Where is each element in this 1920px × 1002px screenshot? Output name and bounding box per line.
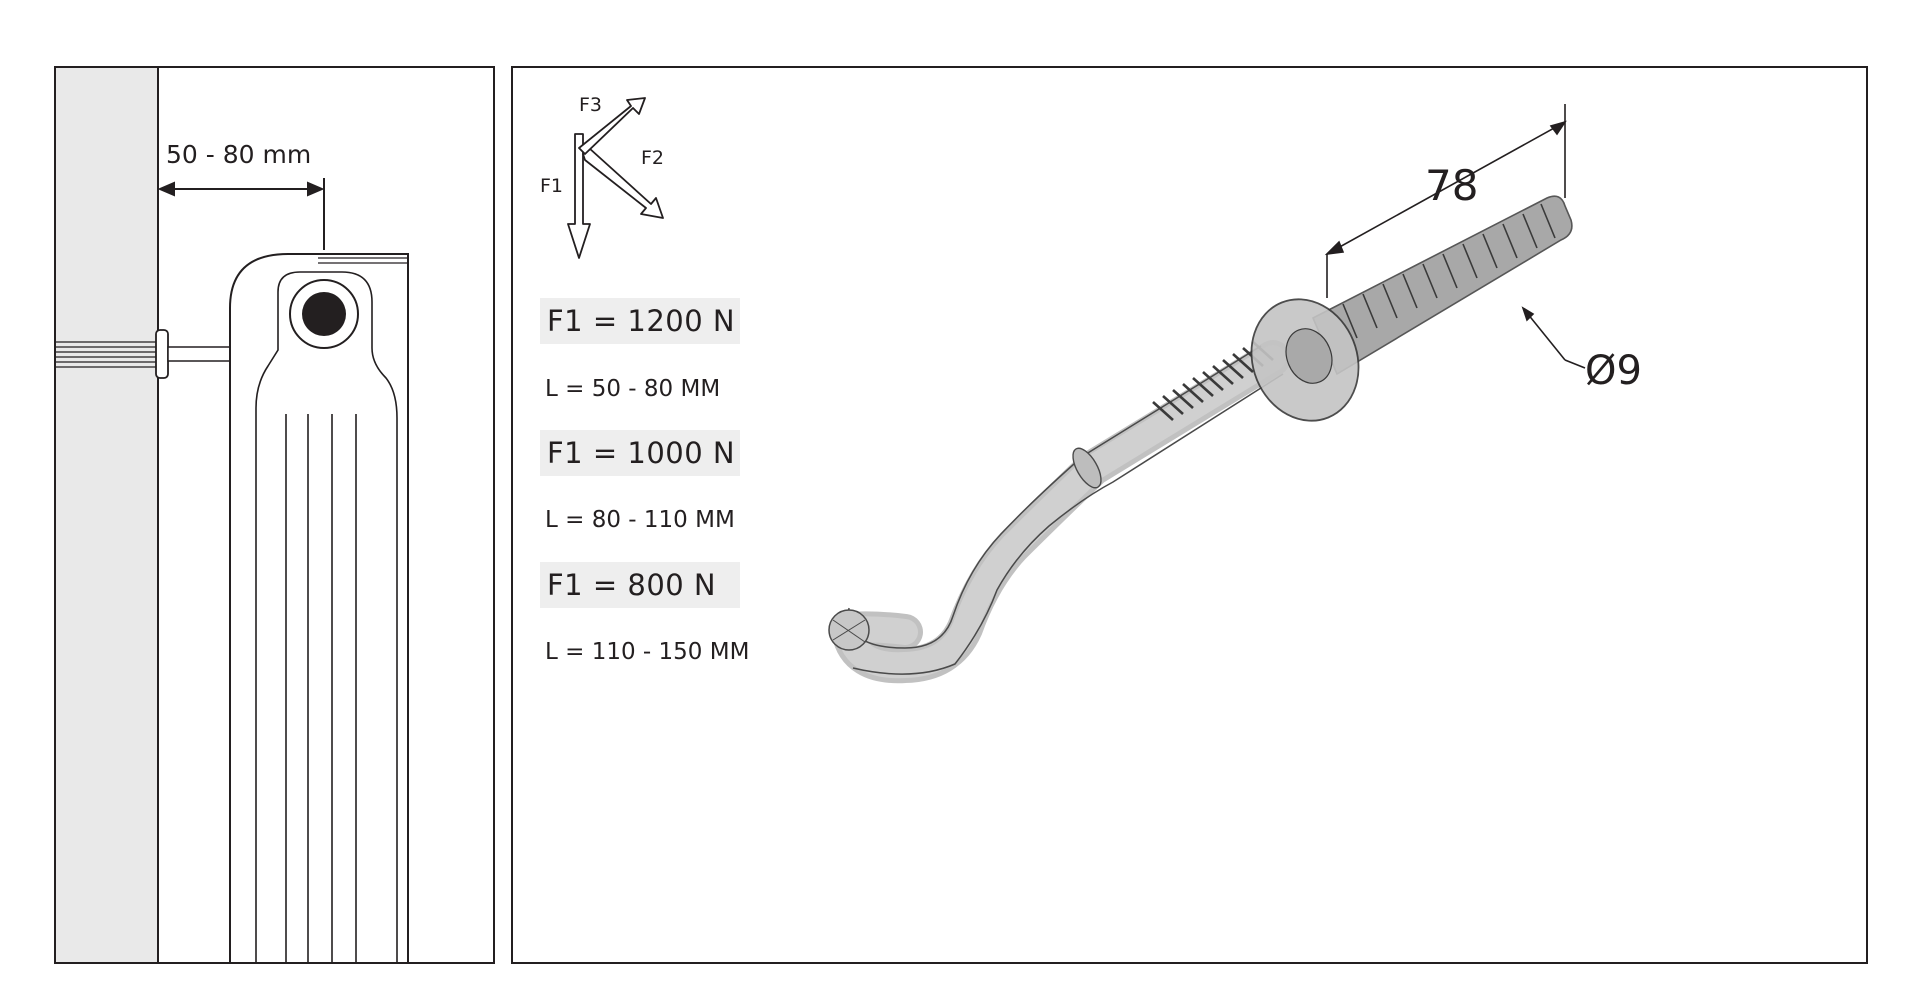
spec-length-1: L = 50 - 80 MM — [545, 376, 721, 402]
radiator-side-view: 50 - 80 mm — [56, 68, 409, 962]
hook-bolt — [828, 340, 1291, 684]
diameter-value: Ø9 — [1585, 348, 1642, 394]
wall — [56, 68, 158, 962]
spec-force-2: F1 = 1000 N — [540, 430, 740, 476]
radiator-pipe — [302, 292, 346, 336]
axis-label-f3: F3 — [579, 94, 602, 116]
axis-label-f2: F2 — [641, 147, 664, 169]
spec-length-2: L = 80 - 110 MM — [545, 507, 735, 533]
diameter-leader — [1521, 306, 1586, 369]
radiator-wall-panel: 50 - 80 mm — [54, 66, 495, 964]
hook-drawing: F3 F2 F1 — [540, 94, 1642, 684]
gap-dimension — [157, 178, 325, 250]
spec-force-1: F1 = 1200 N — [540, 298, 740, 344]
washer — [155, 329, 169, 379]
length-dimension — [1324, 104, 1567, 298]
radiator — [229, 253, 409, 962]
spec-length-3: L = 110 - 150 MM — [545, 639, 750, 665]
hook-spec-panel: F3 F2 F1 — [511, 66, 1868, 964]
axis-label-f1: F1 — [540, 175, 563, 197]
spec-force-3: F1 = 800 N — [540, 562, 740, 608]
wall-plug-anchor — [1250, 195, 1573, 422]
force-axes-icon — [567, 97, 664, 259]
length-value: 78 — [1425, 161, 1478, 210]
gap-label: 50 - 80 mm — [166, 140, 311, 169]
hook-rod — [167, 346, 237, 362]
wall-plug — [56, 341, 158, 368]
